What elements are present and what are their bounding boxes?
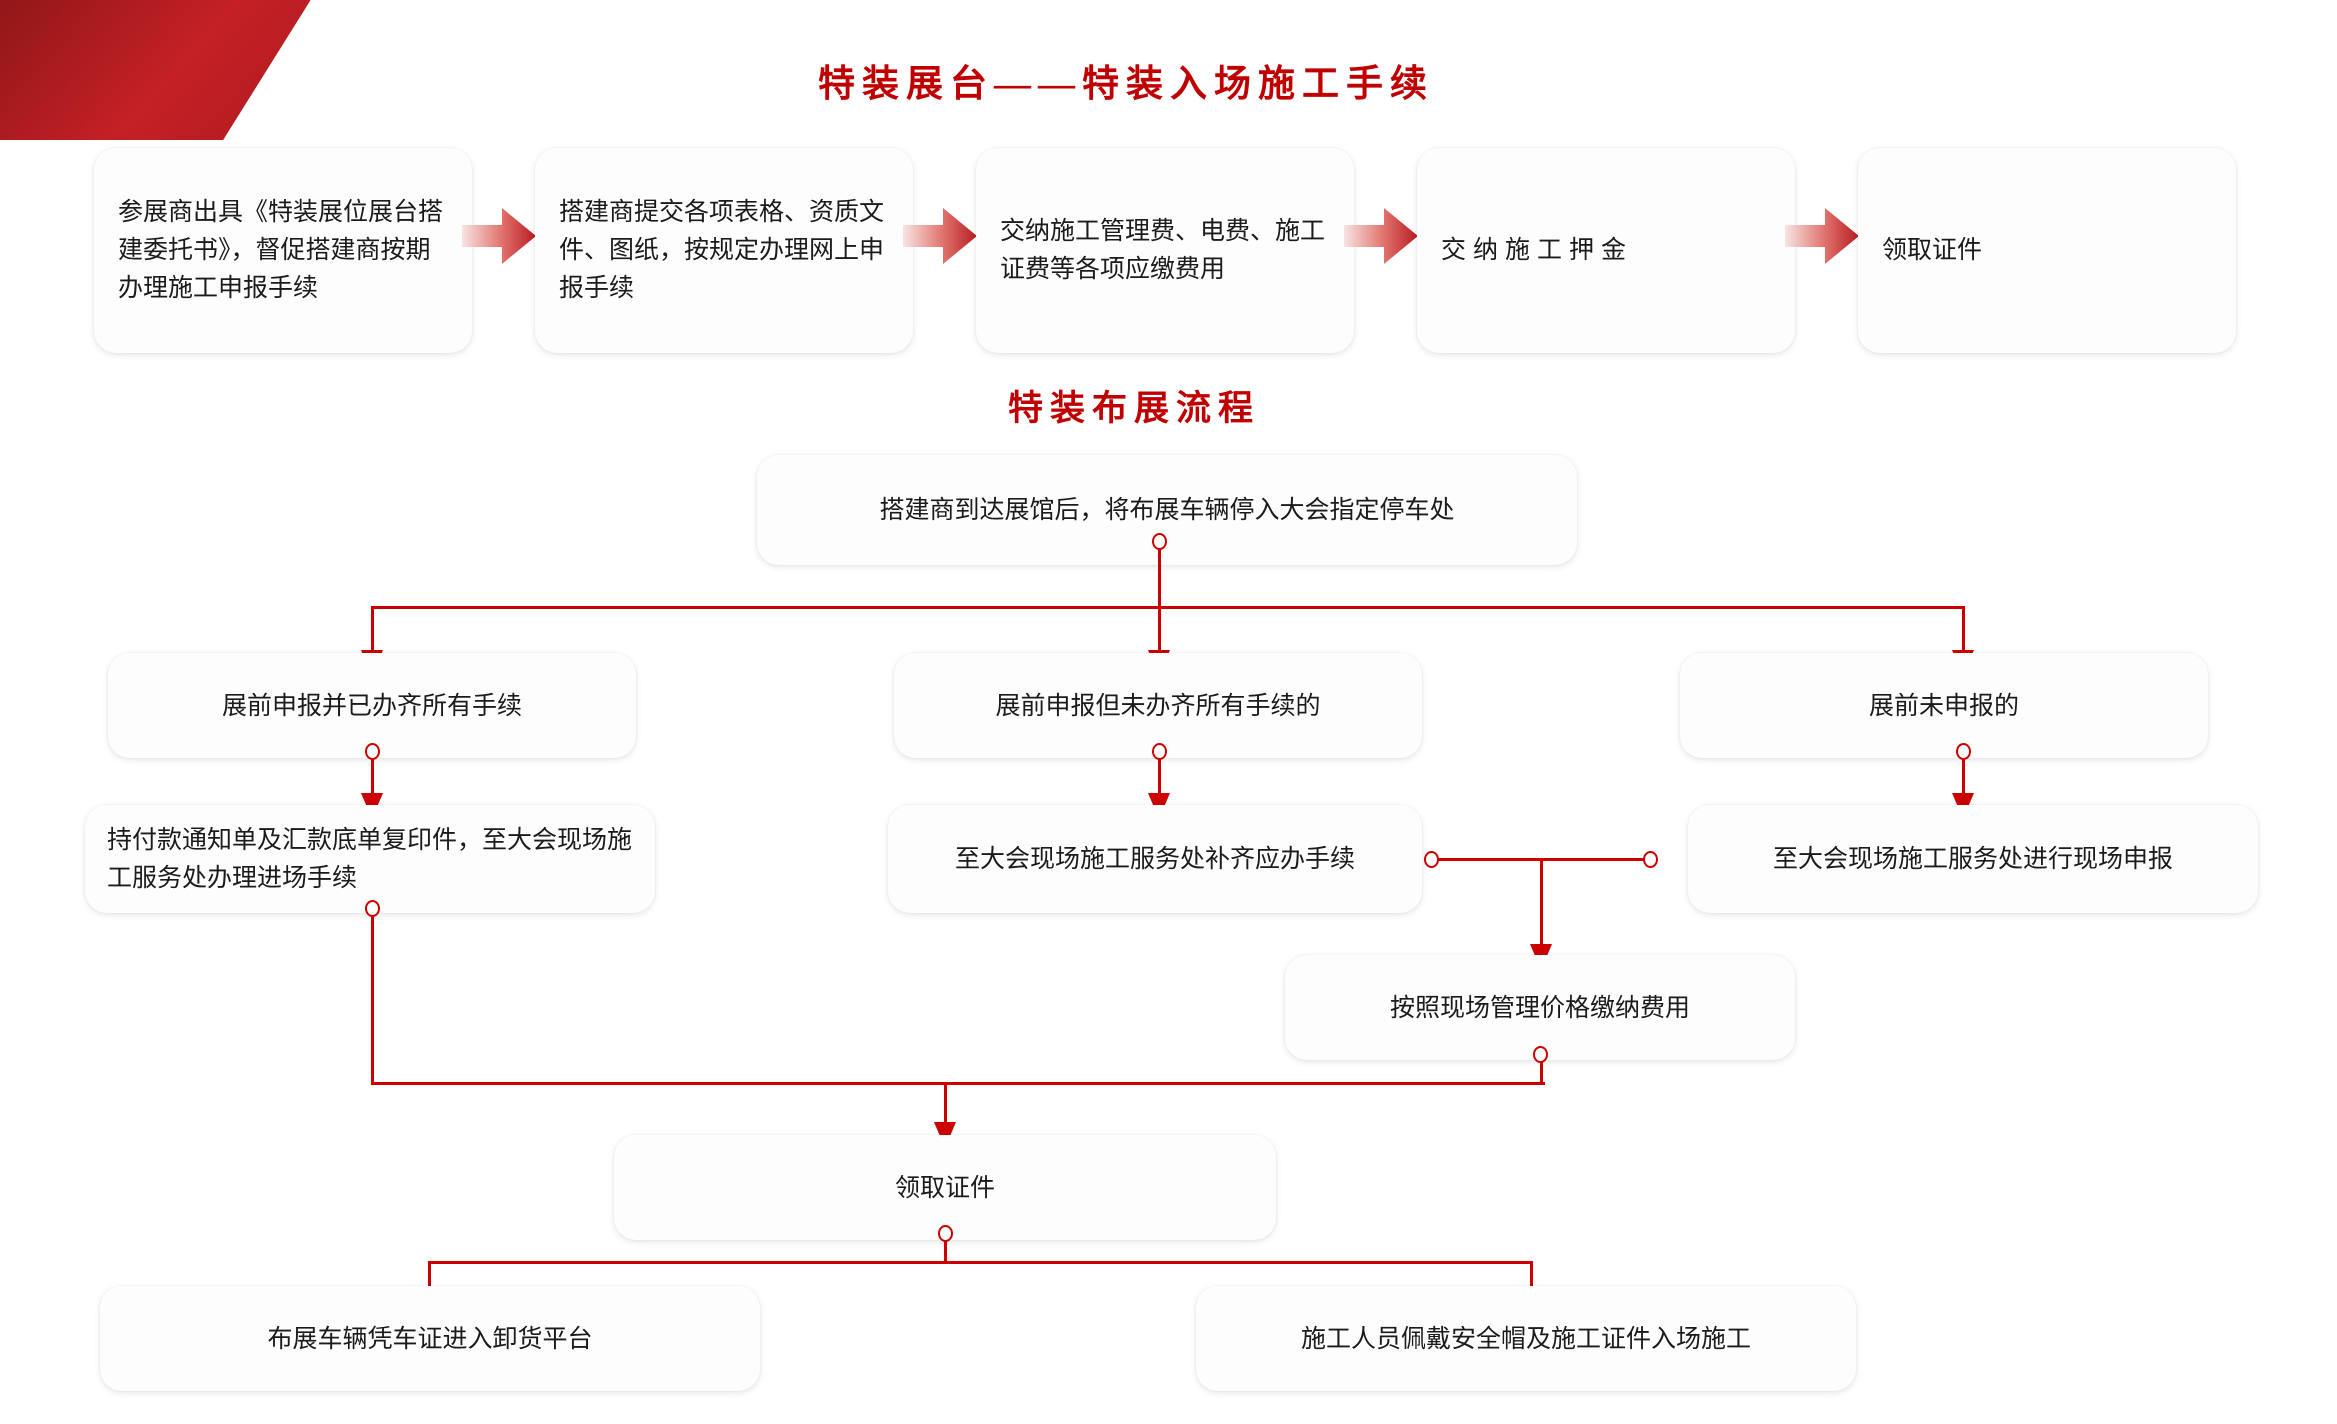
node-branch-left-label: 展前申报并已办齐所有手续	[221, 691, 522, 720]
node-right-action[interactable]: 至大会现场施工服务处进行现场申报	[1688, 805, 2258, 913]
connector-dot-start	[1152, 533, 1167, 550]
connector-line	[428, 1261, 431, 1303]
node-left-action[interactable]: 持付款通知单及汇款底单复印件，至大会现场施工服务处办理进场手续	[85, 805, 655, 913]
connector-dot-branch-right	[1956, 743, 1971, 760]
step-card-2-label: 搭建商提交各项表格、资质文件、图纸，按规定办理网上申报手续	[559, 198, 885, 302]
connector-dot-mid-action	[1424, 851, 1439, 868]
connector-dot-left-action	[365, 900, 380, 917]
step-card-2[interactable]: 搭建商提交各项表格、资质文件、图纸，按规定办理网上申报手续	[535, 148, 913, 353]
step-card-1-label: 参展商出具《特装展位展台搭建委托书》，督促搭建商按期办理施工申报手续	[118, 198, 444, 302]
node-mid-action-label: 至大会现场施工服务处补齐应办手续	[954, 845, 1355, 873]
connector-dot-branch-left	[365, 743, 380, 760]
node-start-label: 搭建商到达展馆后，将布展车辆停入大会指定停车处	[879, 496, 1455, 524]
node-end-left-label: 布展车辆凭车证进入卸货平台	[267, 1324, 593, 1353]
connector-line	[371, 1082, 1545, 1085]
step-card-4[interactable]: 交纳施工押金	[1417, 148, 1795, 353]
step-card-5[interactable]: 领取证件	[1858, 148, 2236, 353]
connector-line	[428, 1261, 1533, 1264]
connector-line	[371, 606, 374, 668]
node-badge[interactable]: 领取证件	[614, 1135, 1276, 1240]
node-branch-right[interactable]: 展前未申报的	[1680, 653, 2208, 758]
connector-dot-fee	[1533, 1046, 1548, 1063]
connector-line	[1540, 858, 1543, 956]
connector-line	[1540, 1062, 1543, 1084]
connector-line	[1962, 606, 1965, 668]
node-branch-left[interactable]: 展前申报并已办齐所有手续	[108, 653, 636, 758]
step-card-5-label: 领取证件	[1882, 236, 1983, 264]
node-fee-label: 按照现场管理价格缴纳费用	[1389, 993, 1690, 1022]
section-two-title: 特装布展流程	[1008, 389, 1261, 428]
step-card-3-label: 交纳施工管理费、电费、施工证费等各项应缴费用	[1000, 217, 1326, 283]
node-badge-label: 领取证件	[894, 1173, 995, 1202]
decorative-corner-banner	[0, 0, 317, 140]
connector-line	[1962, 759, 1965, 805]
node-branch-mid-label: 展前申报但未办齐所有手续的	[995, 691, 1321, 720]
arrow-right-icon	[903, 205, 977, 267]
arrow-right-icon	[1344, 205, 1418, 267]
connector-line	[1158, 606, 1161, 668]
connector-line	[944, 1241, 947, 1263]
connector-line	[1530, 1261, 1533, 1303]
connector-line	[1158, 549, 1161, 628]
connector-line	[371, 606, 1964, 609]
node-mid-action[interactable]: 至大会现场施工服务处补齐应办手续	[888, 805, 1422, 913]
node-end-right-label: 施工人员佩戴安全帽及施工证件入场施工	[1300, 1324, 1751, 1353]
arrow-right-icon	[1785, 205, 1859, 267]
arrow-right-icon	[462, 205, 536, 267]
connector-dot-badge	[938, 1225, 953, 1242]
step-card-1[interactable]: 参展商出具《特装展位展台搭建委托书》，督促搭建商按期办理施工申报手续	[94, 148, 472, 353]
connector-line	[1158, 759, 1161, 805]
step-card-3[interactable]: 交纳施工管理费、电费、施工证费等各项应缴费用	[976, 148, 1354, 353]
connector-dot-branch-mid	[1152, 743, 1167, 760]
connector-line	[371, 759, 374, 805]
node-branch-mid[interactable]: 展前申报但未办齐所有手续的	[894, 653, 1422, 758]
connector-line	[371, 916, 374, 1084]
connector-dot-right-action	[1643, 851, 1658, 868]
step-card-4-label: 交纳施工押金	[1441, 236, 1634, 264]
node-end-right[interactable]: 施工人员佩戴安全帽及施工证件入场施工	[1196, 1286, 1856, 1391]
node-start[interactable]: 搭建商到达展馆后，将布展车辆停入大会指定停车处	[757, 455, 1577, 565]
connector-line	[944, 1082, 947, 1134]
node-fee[interactable]: 按照现场管理价格缴纳费用	[1285, 955, 1795, 1060]
node-end-left[interactable]: 布展车辆凭车证进入卸货平台	[100, 1286, 760, 1391]
node-left-action-label: 持付款通知单及汇款底单复印件，至大会现场施工服务处办理进场手续	[107, 826, 633, 892]
section-one-title: 特装展台——特装入场施工手续	[818, 64, 1434, 105]
node-right-action-label: 至大会现场施工服务处进行现场申报	[1772, 845, 2173, 873]
node-branch-right-label: 展前未申报的	[1868, 691, 2019, 720]
